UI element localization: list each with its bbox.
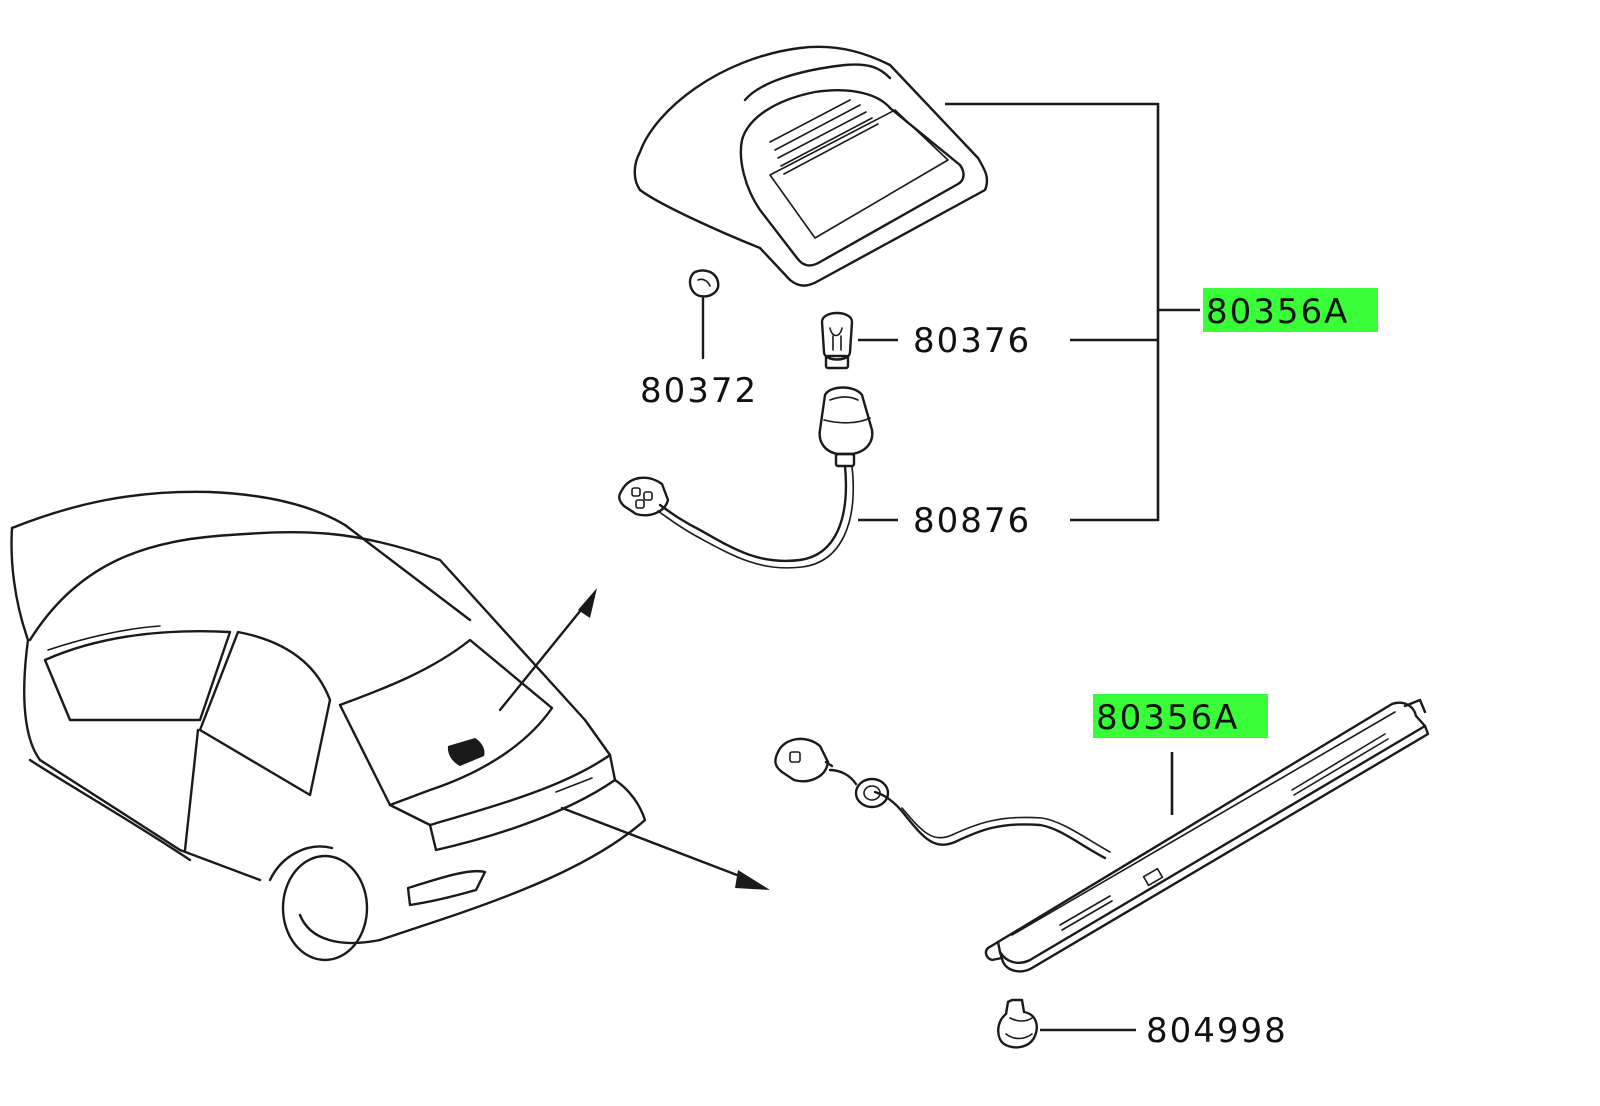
label-804998: 804998 [1146,1011,1288,1051]
arrow-to-top-lamp [498,588,597,712]
car-stop-lamp-marker [447,738,485,766]
clip-804998[interactable] [997,998,1038,1049]
stop-lamp-housing[interactable] [633,45,989,287]
spoiler-stop-lamp[interactable] [774,698,1430,973]
label-80356a-bottom[interactable]: 80356A [1096,698,1239,738]
highlight-80356a-top [1203,288,1378,332]
lens-strips [769,99,879,175]
label-80876: 80876 [913,501,1031,541]
car-outline [10,490,647,962]
screw-80372[interactable] [688,269,720,360]
socket-harness-80876[interactable] [618,386,874,569]
highlight-80356a-bottom [1093,694,1268,738]
label-80376: 80376 [913,321,1031,361]
arrow-to-bottom-lamp [560,806,770,890]
label-80372: 80372 [640,371,758,411]
assembly-bracket [945,102,1200,522]
label-80356a-top[interactable]: 80356A [1206,292,1349,332]
bulb-80376[interactable] [820,311,854,370]
